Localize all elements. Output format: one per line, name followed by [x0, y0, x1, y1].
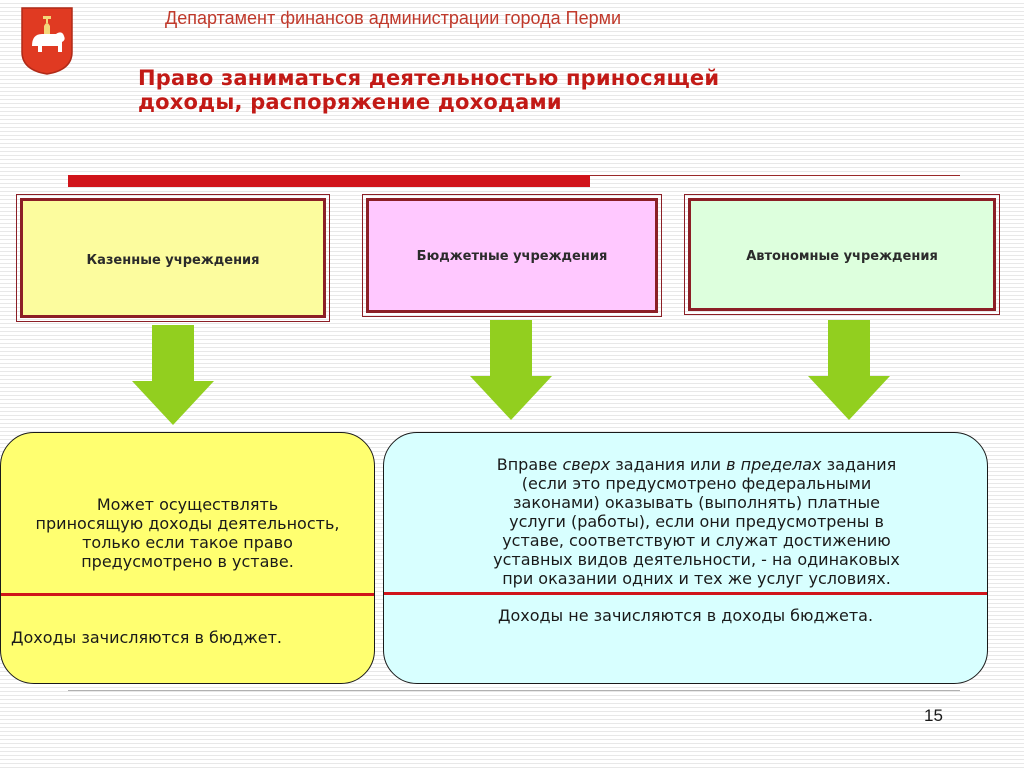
- panel-right-line: законами) оказывать (выполнять) платные: [513, 493, 880, 512]
- panel-left-main-text: Может осуществлять приносящую доходы дея…: [1, 495, 374, 571]
- panel-right-text-part: Вправе: [496, 455, 563, 474]
- panel-right-line: уставных видов деятельности, - на одинак…: [493, 550, 900, 569]
- box-kazennye-label: Казенные учреждения: [86, 253, 260, 268]
- perm-coat-of-arms-emblem: [21, 7, 73, 75]
- footer-line: [68, 690, 960, 691]
- panel-left-line: предусмотрено в уставе.: [81, 552, 294, 571]
- panel-right-italic-v-predelakh: в пределах: [726, 455, 822, 474]
- slide-title-line-2: доходы, распоряжение доходами: [138, 90, 562, 114]
- arrow-down-icon: [470, 320, 552, 420]
- panel-right-line-1: Вправе сверх задания или в пределах зада…: [436, 455, 957, 474]
- panel-right-line: услуги (работы), если они предусмотрены …: [509, 512, 884, 531]
- box-avtonomnye-label: Автономные учреждения: [746, 249, 938, 264]
- page-number: 15: [924, 706, 943, 725]
- department-name: Департамент финансов администрации город…: [165, 8, 622, 28]
- panel-byudzhetnye-avtonomnye-rules: Вправе сверх задания или в пределах зада…: [383, 432, 988, 684]
- slide-title: Право заниматься деятельностью приносяще…: [138, 66, 898, 114]
- panel-right-main-text: Вправе сверх задания или в пределах зада…: [436, 455, 957, 588]
- box-byudzhetnye: Бюджетные учреждения: [362, 194, 662, 317]
- arrow-down-icon: [808, 320, 890, 420]
- panel-left-line: Может осуществлять: [96, 495, 279, 514]
- panel-right-text-part: задания: [821, 455, 897, 474]
- panel-left-divider: [1, 593, 374, 596]
- slide-title-line-1: Право заниматься деятельностью приносяще…: [138, 66, 720, 90]
- title-underline-accent: [68, 175, 590, 187]
- panel-right-line: уставе, соответствуют и служат достижени…: [502, 531, 891, 550]
- box-byudzhetnye-label: Бюджетные учреждения: [416, 249, 608, 264]
- arrow-down-icon: [132, 325, 214, 425]
- panel-right-text-part: задания или: [610, 455, 727, 474]
- panel-kazennye-rules: Может осуществлять приносящую доходы дея…: [0, 432, 375, 684]
- panel-left-line: только если такое право: [82, 533, 293, 552]
- panel-right-line: (если это предусмотрено федеральными: [521, 474, 872, 493]
- panel-right-line: при оказании одних и тех же услуг услови…: [502, 569, 891, 588]
- panel-right-divider: [384, 592, 987, 595]
- panel-left-line: приносящую доходы деятельность,: [35, 514, 340, 533]
- box-kazennye: Казенные учреждения: [16, 194, 330, 322]
- panel-right-note: Доходы не зачисляются в доходы бюджета.: [497, 606, 874, 625]
- panel-left-note: Доходы зачисляются в бюджет.: [11, 628, 283, 647]
- panel-right-italic-sverkh: сверх: [562, 455, 611, 474]
- box-avtonomnye: Автономные учреждения: [684, 194, 1000, 315]
